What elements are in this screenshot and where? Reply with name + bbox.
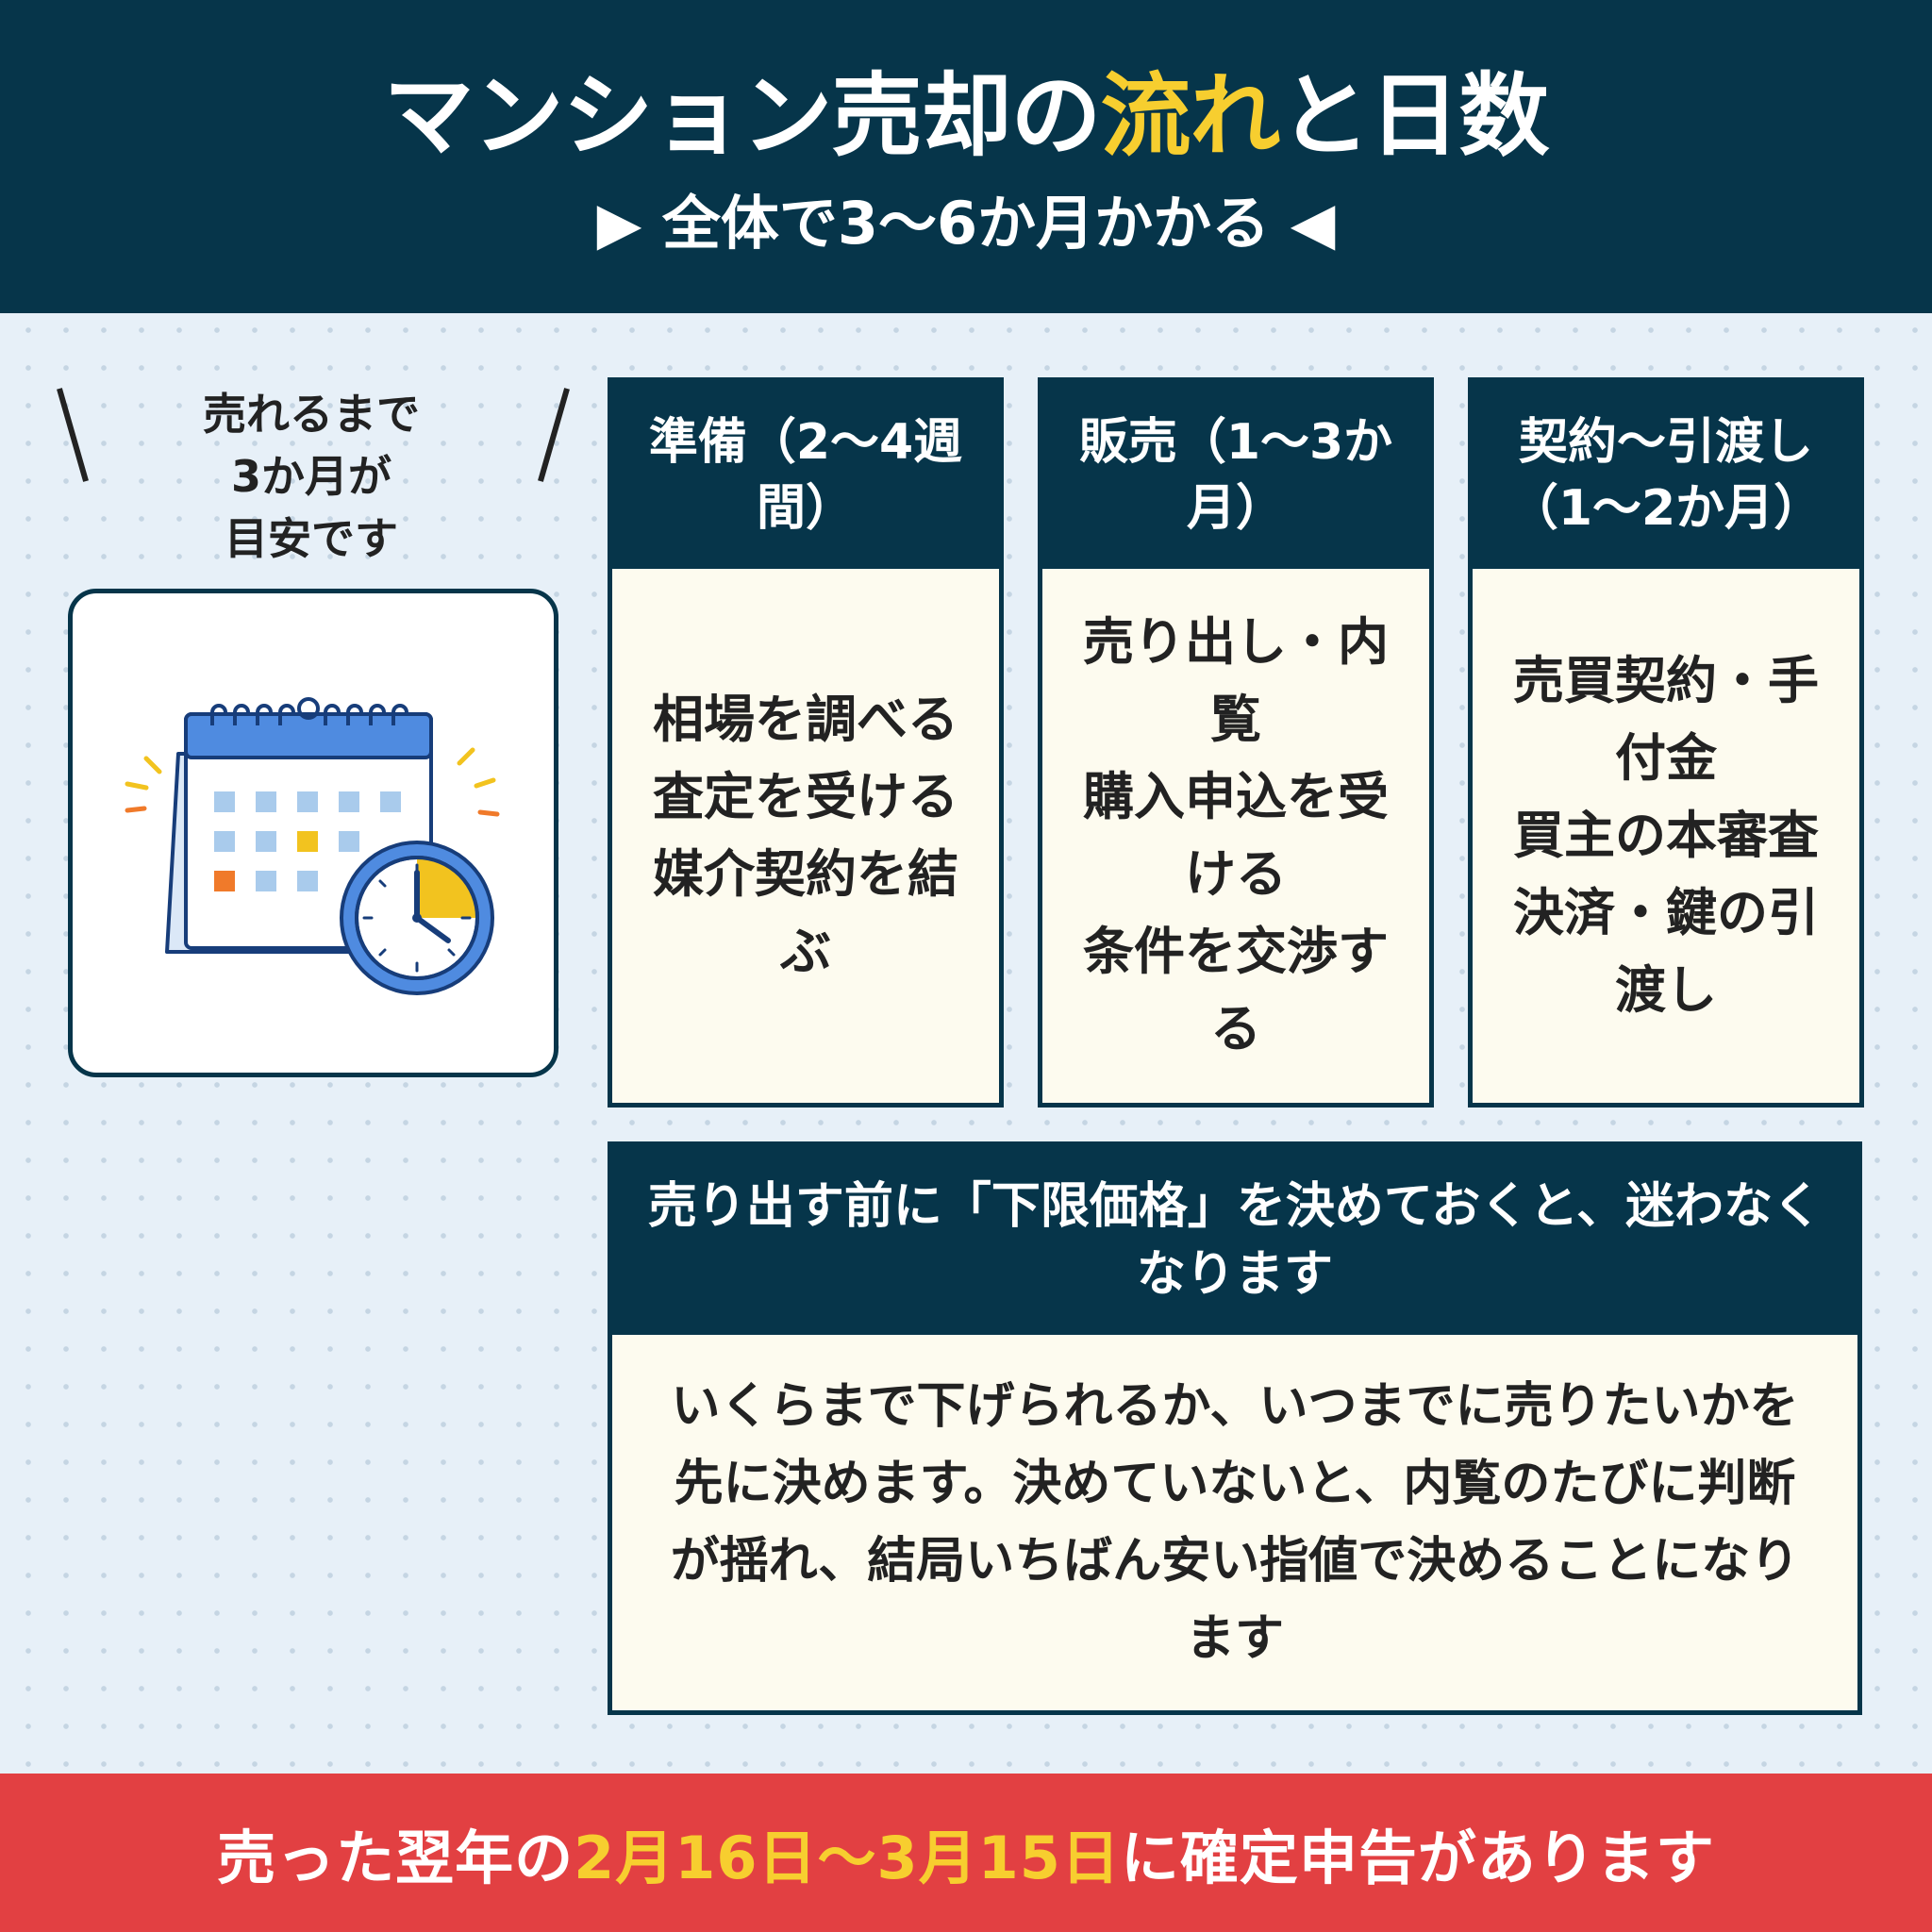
footer-text-before: 売った翌年の <box>217 1824 575 1892</box>
step-item: 売り出し・内覧 <box>1083 612 1389 749</box>
calendar-illustration-card <box>68 589 558 1077</box>
footer-date-range: 2月16日〜3月15日 <box>574 1824 1121 1892</box>
subtitle-text: 全体で3〜6か月かかる <box>661 189 1271 258</box>
page-subtitle: ▶ 全体で3〜6か月かかる ◀ <box>0 189 1932 258</box>
side-caption-line: 目安です <box>225 513 398 564</box>
tip-title: 売り出す前に「下限価格」を決めておくと、迷わなくなります <box>612 1146 1857 1335</box>
step-items: 相場を調べる 査定を受ける 媒介契約を結ぶ <box>612 569 999 1103</box>
step-item: 買主の本審査 <box>1513 806 1819 865</box>
header-banner: マンション売却の流れと日数 ▶ 全体で3〜6か月かかる ◀ <box>0 0 1932 313</box>
side-caption: 売れるまで 3か月が 目安です <box>170 383 453 570</box>
side-caption-line: 3か月が <box>230 451 391 502</box>
side-caption-line: 売れるまで <box>203 389 420 440</box>
step-item: 条件を交渉する <box>1083 922 1389 1058</box>
emphasis-slash-right <box>538 388 570 482</box>
title-text-before: マンション売却の <box>383 63 1102 169</box>
step-item: 査定を受ける <box>653 767 958 826</box>
step-item: 決済・鍵の引渡し <box>1513 883 1819 1020</box>
right-triangle-icon: ▶ <box>596 189 642 258</box>
tip-card: 売り出す前に「下限価格」を決めておくと、迷わなくなります いくらまで下げられるか… <box>608 1141 1862 1715</box>
title-highlight: 流れ <box>1100 63 1281 169</box>
step-title: 契約〜引渡し（1〜2か月） <box>1473 382 1859 569</box>
page-title: マンション売却の流れと日数 <box>0 64 1932 168</box>
step-card-contract: 契約〜引渡し（1〜2か月） 売買契約・手付金 買主の本審査 決済・鍵の引渡し <box>1468 377 1864 1108</box>
footer-text-after: に確定申告があります <box>1120 1824 1715 1892</box>
step-item: 媒介契約を結ぶ <box>653 844 958 981</box>
step-item: 相場を調べる <box>653 690 958 749</box>
step-card-preparation: 準備（2〜4週間） 相場を調べる 査定を受ける 媒介契約を結ぶ <box>608 377 1004 1108</box>
emphasis-slash-left <box>57 388 89 482</box>
step-item: 購入申込を受ける <box>1083 767 1389 904</box>
left-triangle-icon: ◀ <box>1290 189 1336 258</box>
step-items: 売買契約・手付金 買主の本審査 決済・鍵の引渡し <box>1473 569 1859 1103</box>
step-items: 売り出し・内覧 購入申込を受ける 条件を交渉する <box>1042 569 1429 1103</box>
title-text-after: と日数 <box>1279 63 1550 169</box>
step-card-sales: 販売（1〜3か月） 売り出し・内覧 購入申込を受ける 条件を交渉する <box>1038 377 1434 1108</box>
step-title: 販売（1〜3か月） <box>1042 382 1429 569</box>
tip-body: いくらまで下げられるか、いつまでに売りたいかを先に決めます。決めていないと、内覧… <box>670 1378 1800 1667</box>
step-title: 準備（2〜4週間） <box>612 382 999 569</box>
step-item: 売買契約・手付金 <box>1513 651 1819 788</box>
calendar-clock-icon <box>125 697 500 995</box>
